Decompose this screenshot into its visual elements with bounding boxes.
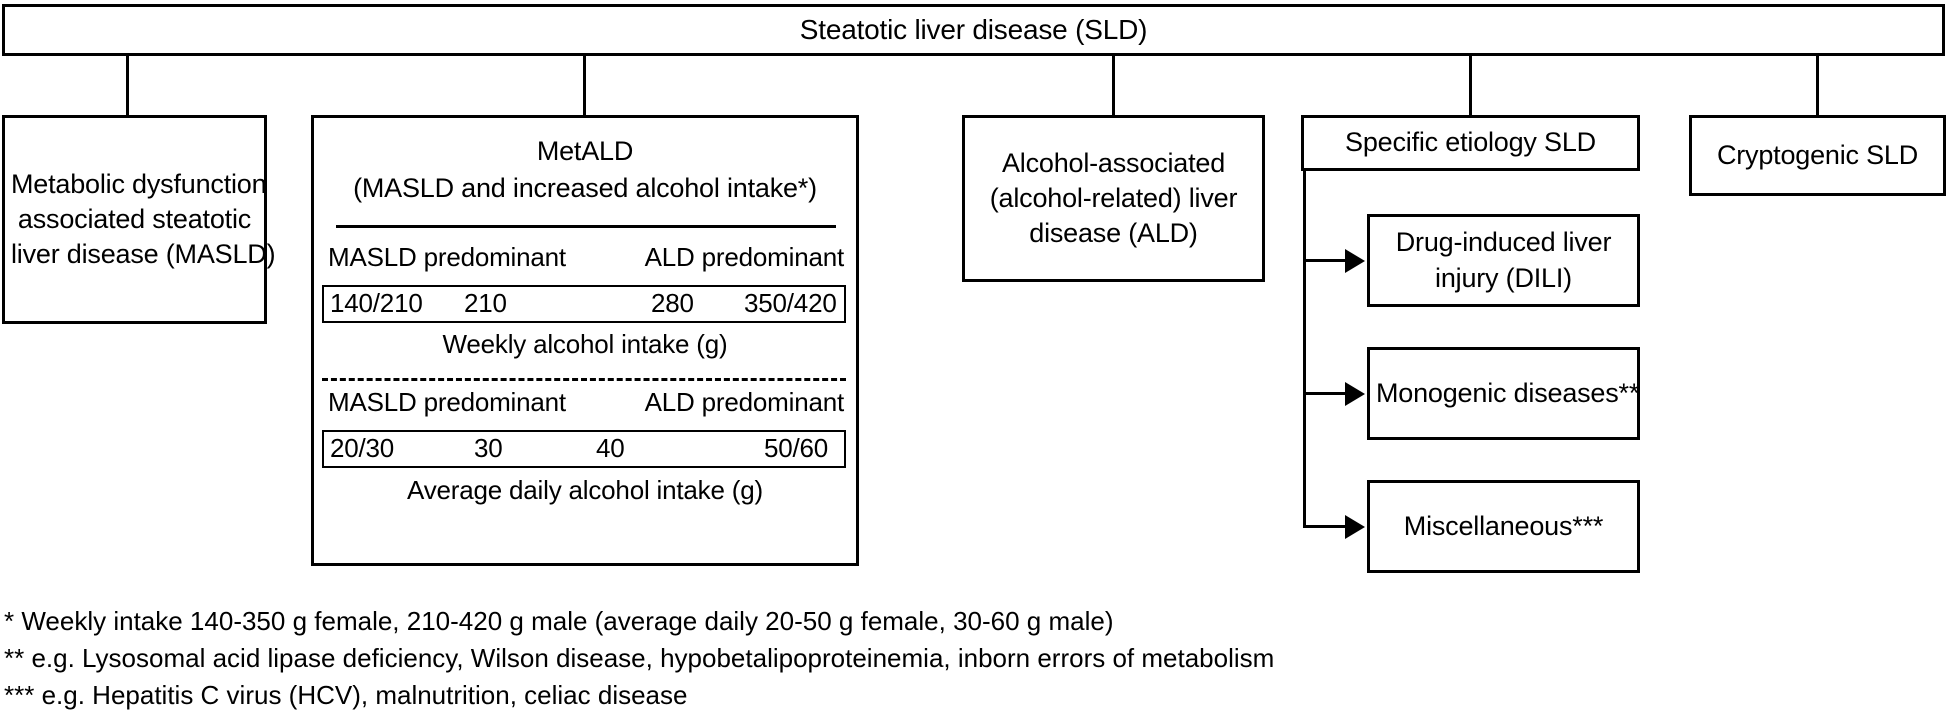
metald-daily-label-row: MASLD predominant ALD predominant xyxy=(328,386,844,420)
box-drug-induced-liver-injury: Drug-induced liver injury (DILI) xyxy=(1367,214,1640,307)
box-ald-line-3: disease (ALD) xyxy=(1029,218,1198,249)
box-ald: Alcohol-associated (alcohol-related) liv… xyxy=(962,115,1265,282)
connector-root-to-cryptogenic-vertical xyxy=(1816,56,1819,115)
connector-root-to-specific-vertical xyxy=(1469,56,1472,115)
connector-root-to-metald-vertical xyxy=(583,56,586,115)
arrowhead-miscellaneous xyxy=(1345,515,1365,539)
box-monogenic-diseases: Monogenic diseases** xyxy=(1367,347,1640,440)
box-masld-line-3: liver disease (MASLD) xyxy=(11,239,276,270)
box-ald-line-1: Alcohol-associated xyxy=(1001,147,1226,178)
metald-subtitle: (MASLD and increased alcohol intake*) xyxy=(353,173,817,203)
footnote-3: *** e.g. Hepatitis C virus (HCV), malnut… xyxy=(4,679,688,710)
box-cryptogenic-sld: Cryptogenic SLD xyxy=(1689,115,1946,196)
box-miscellaneous-line-1: Miscellaneous*** xyxy=(1403,510,1604,541)
metald-divider-rule xyxy=(336,225,836,228)
metald-weekly-value-2: 210 xyxy=(464,288,507,319)
metald-daily-left-label: MASLD predominant xyxy=(328,387,566,417)
connector-specific-to-dili xyxy=(1303,259,1347,262)
metald-weekly-right-label: ALD predominant xyxy=(644,242,845,272)
box-masld-line-2: associated steatotic xyxy=(17,203,252,234)
metald-weekly-label-row: MASLD predominant ALD predominant xyxy=(328,241,844,275)
metald-title: MetALD xyxy=(536,136,634,166)
footnotes: * Weekly intake 140-350 g female, 210-42… xyxy=(4,603,1704,714)
metald-weekly-value-4: 350/420 xyxy=(744,288,837,319)
connector-specific-to-monogenic xyxy=(1303,392,1347,395)
connector-specific-spine xyxy=(1303,171,1306,527)
box-cryptogenic-sld-label: Cryptogenic SLD xyxy=(1716,139,1919,170)
metald-daily-right-label: ALD predominant xyxy=(644,387,845,417)
connector-root-to-masld-vertical xyxy=(126,56,129,115)
footnote-2: ** e.g. Lysosomal acid lipase deficiency… xyxy=(4,642,1275,673)
box-ald-line-2: (alcohol-related) liver xyxy=(989,182,1238,213)
arrowhead-monogenic xyxy=(1345,382,1365,406)
metald-daily-caption: Average daily alcohol intake (g) xyxy=(407,475,763,505)
root-box-sld: Steatotic liver disease (SLD) xyxy=(2,4,1945,56)
metald-content: MetALD (MASLD and increased alcohol inta… xyxy=(314,118,856,563)
box-specific-etiology: Specific etiology SLD xyxy=(1301,115,1640,171)
metald-daily-value-2: 30 xyxy=(474,433,503,464)
metald-weekly-scale: 140/210 210 280 350/420 xyxy=(322,285,846,323)
connector-root-to-ald-vertical xyxy=(1112,56,1115,115)
root-box-label: Steatotic liver disease (SLD) xyxy=(799,13,1148,45)
connector-specific-to-miscellaneous xyxy=(1303,525,1347,528)
box-dili-line-2: injury (DILI) xyxy=(1435,262,1572,293)
metald-weekly-value-3: 280 xyxy=(651,288,694,319)
metald-daily-value-3: 40 xyxy=(596,433,625,464)
arrowhead-dili xyxy=(1345,249,1365,273)
metald-daily-scale: 20/30 30 40 50/60 xyxy=(322,430,846,468)
box-dili-line-1: Drug-induced liver xyxy=(1395,227,1612,258)
box-masld-line-1: Metabolic dysfunction xyxy=(11,168,267,199)
metald-weekly-left-label: MASLD predominant xyxy=(328,242,566,272)
box-miscellaneous: Miscellaneous*** xyxy=(1367,480,1640,573)
box-masld: Metabolic dysfunction associated steatot… xyxy=(2,115,276,324)
metald-weekly-caption: Weekly alcohol intake (g) xyxy=(442,329,728,359)
metald-dashed-separator xyxy=(322,378,846,381)
metald-daily-value-1: 20/30 xyxy=(330,433,395,464)
metald-weekly-value-1: 140/210 xyxy=(330,288,423,319)
box-specific-etiology-label: Specific etiology SLD xyxy=(1345,127,1596,158)
footnote-1: * Weekly intake 140-350 g female, 210-42… xyxy=(4,606,1114,636)
box-metald: MetALD (MASLD and increased alcohol inta… xyxy=(311,115,859,566)
box-monogenic-line-1: Monogenic diseases** xyxy=(1376,377,1640,408)
metald-daily-value-4: 50/60 xyxy=(764,433,829,464)
